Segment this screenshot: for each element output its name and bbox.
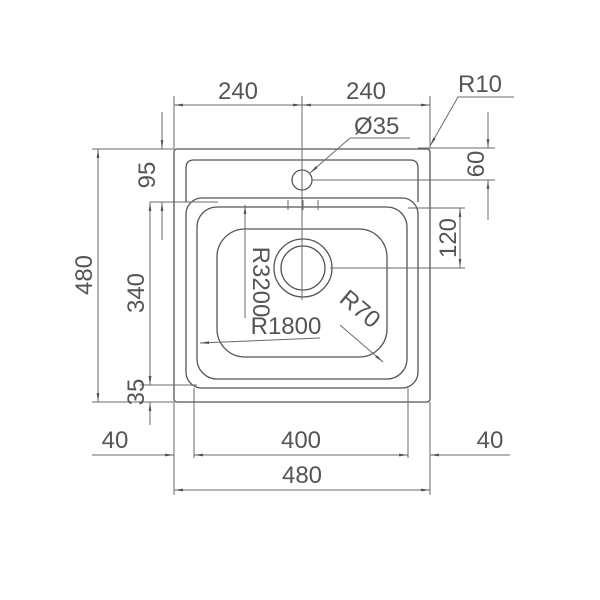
dim-r10: R10 [458, 71, 502, 98]
dim-top-left-240: 240 [218, 78, 258, 105]
dim-top-right-240: 240 [346, 78, 386, 105]
dim-left-40: 40 [102, 427, 129, 454]
drain-inner [280, 245, 326, 291]
dim-r3200: R3200 [247, 247, 274, 318]
dim-bowl-width-400: 400 [281, 427, 321, 454]
drain-outer [273, 238, 333, 298]
dim-60: 60 [463, 151, 490, 178]
dim-tap-hole-diameter: Ø35 [354, 113, 399, 140]
dim-480-width: 480 [282, 462, 322, 489]
dim-340: 340 [123, 273, 150, 313]
dimension-labels: 240 240 R10 Ø35 95 480 340 35 60 120 R32… [71, 71, 503, 489]
dim-480-height: 480 [71, 255, 98, 295]
dim-120: 120 [435, 218, 462, 258]
extension-lines [92, 96, 495, 495]
dim-95: 95 [134, 162, 161, 189]
dim-r1800: R1800 [251, 313, 322, 340]
dim-right-40: 40 [477, 427, 504, 454]
dim-35: 35 [123, 379, 150, 406]
dimension-lines [92, 96, 514, 492]
